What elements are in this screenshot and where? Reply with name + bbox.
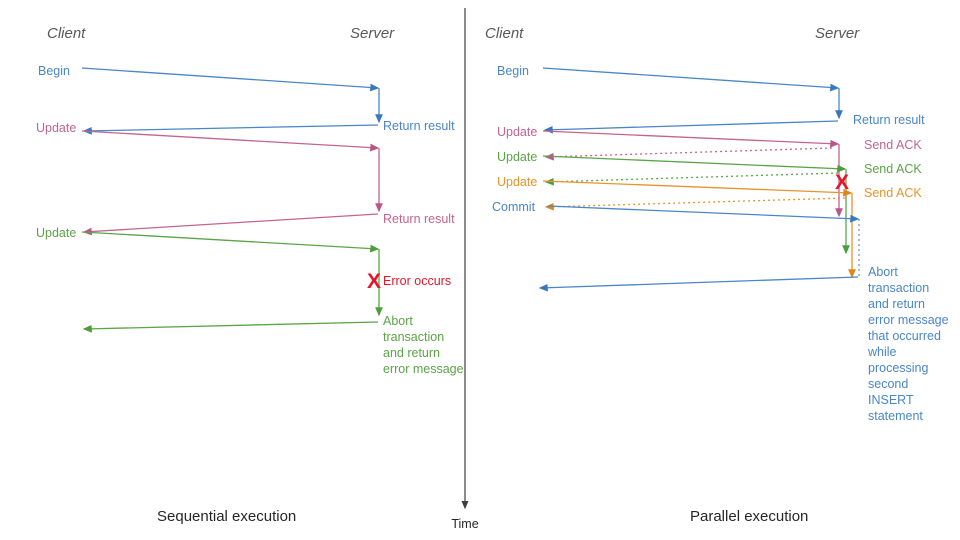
label-server-send-ack-3: Send ACK <box>864 186 922 200</box>
arrow-return-result-2 <box>82 213 379 236</box>
label-client-begin: Begin <box>38 64 70 78</box>
abort-note-line: statement <box>868 409 923 423</box>
arrow-begin-request <box>81 67 380 92</box>
arrow-send-ack-3 <box>544 197 846 211</box>
panel-sequential: Client Server Begin Update Update Return… <box>36 25 464 525</box>
label-client-update-3: Update <box>497 175 537 189</box>
abort-note-line: and return <box>383 346 440 360</box>
arrow-send-ack-2 <box>544 172 839 186</box>
abort-note-line: and return <box>868 297 925 311</box>
label-client-update-1: Update <box>497 125 537 139</box>
time-axis-label: Time <box>451 517 478 531</box>
caption-sequential: Sequential execution <box>157 508 296 525</box>
label-server-send-ack-1: Send ACK <box>864 138 922 152</box>
arrow-update2-request <box>81 231 380 253</box>
label-client-update-2: Update <box>497 150 537 164</box>
abort-note-line: INSERT <box>868 393 914 407</box>
error-x-icon: X <box>367 270 381 293</box>
abort-note-line: Abort <box>383 314 413 328</box>
label-server-return-result-1: Return result <box>383 119 455 133</box>
arrow-send-ack-1 <box>544 147 833 161</box>
abort-note-line: transaction <box>868 281 929 295</box>
label-server-send-ack-2: Send ACK <box>864 162 922 176</box>
label-client-update-2: Update <box>36 226 76 240</box>
abort-note-line: while <box>867 345 897 359</box>
label-client-begin: Begin <box>497 64 529 78</box>
abort-note-line: error message <box>868 313 949 327</box>
actor-client-label: Client <box>47 25 86 42</box>
abort-note-line: Abort <box>868 265 898 279</box>
arrow-abort-return <box>82 321 379 333</box>
arrow-abort-return <box>538 276 859 292</box>
abort-note-line: second <box>868 377 908 391</box>
abort-note-line: error message <box>383 362 464 376</box>
label-client-update-1: Update <box>36 121 76 135</box>
caption-parallel: Parallel execution <box>690 508 808 525</box>
arrow-return-result <box>543 120 839 134</box>
arrow-begin-request <box>542 67 840 92</box>
arrow-update2-request <box>542 155 847 173</box>
abort-note-parallel: Abort transaction and return error messa… <box>867 265 949 423</box>
label-server-return-result-2: Return result <box>383 212 455 226</box>
abort-note-line: processing <box>868 361 928 375</box>
label-client-commit: Commit <box>492 200 536 214</box>
abort-note-sequential: Abort transaction and return error messa… <box>383 314 464 376</box>
arrow-update3-request <box>542 180 853 197</box>
abort-note-line: transaction <box>383 330 444 344</box>
error-x-icon: X <box>835 171 849 194</box>
arrow-return-result-1 <box>82 124 379 135</box>
actor-client-label: Client <box>485 25 524 42</box>
panel-parallel: Client Server Begin Update Update Update… <box>485 25 949 525</box>
abort-note-line: that occurred <box>868 329 941 343</box>
arrow-update1-request <box>542 130 840 148</box>
actor-server-label: Server <box>815 25 860 42</box>
arrow-update1-request <box>81 130 380 152</box>
label-server-return-result: Return result <box>853 113 925 127</box>
actor-server-label: Server <box>350 25 395 42</box>
arrow-commit-request <box>547 205 860 223</box>
label-error-occurs: Error occurs <box>383 274 451 288</box>
